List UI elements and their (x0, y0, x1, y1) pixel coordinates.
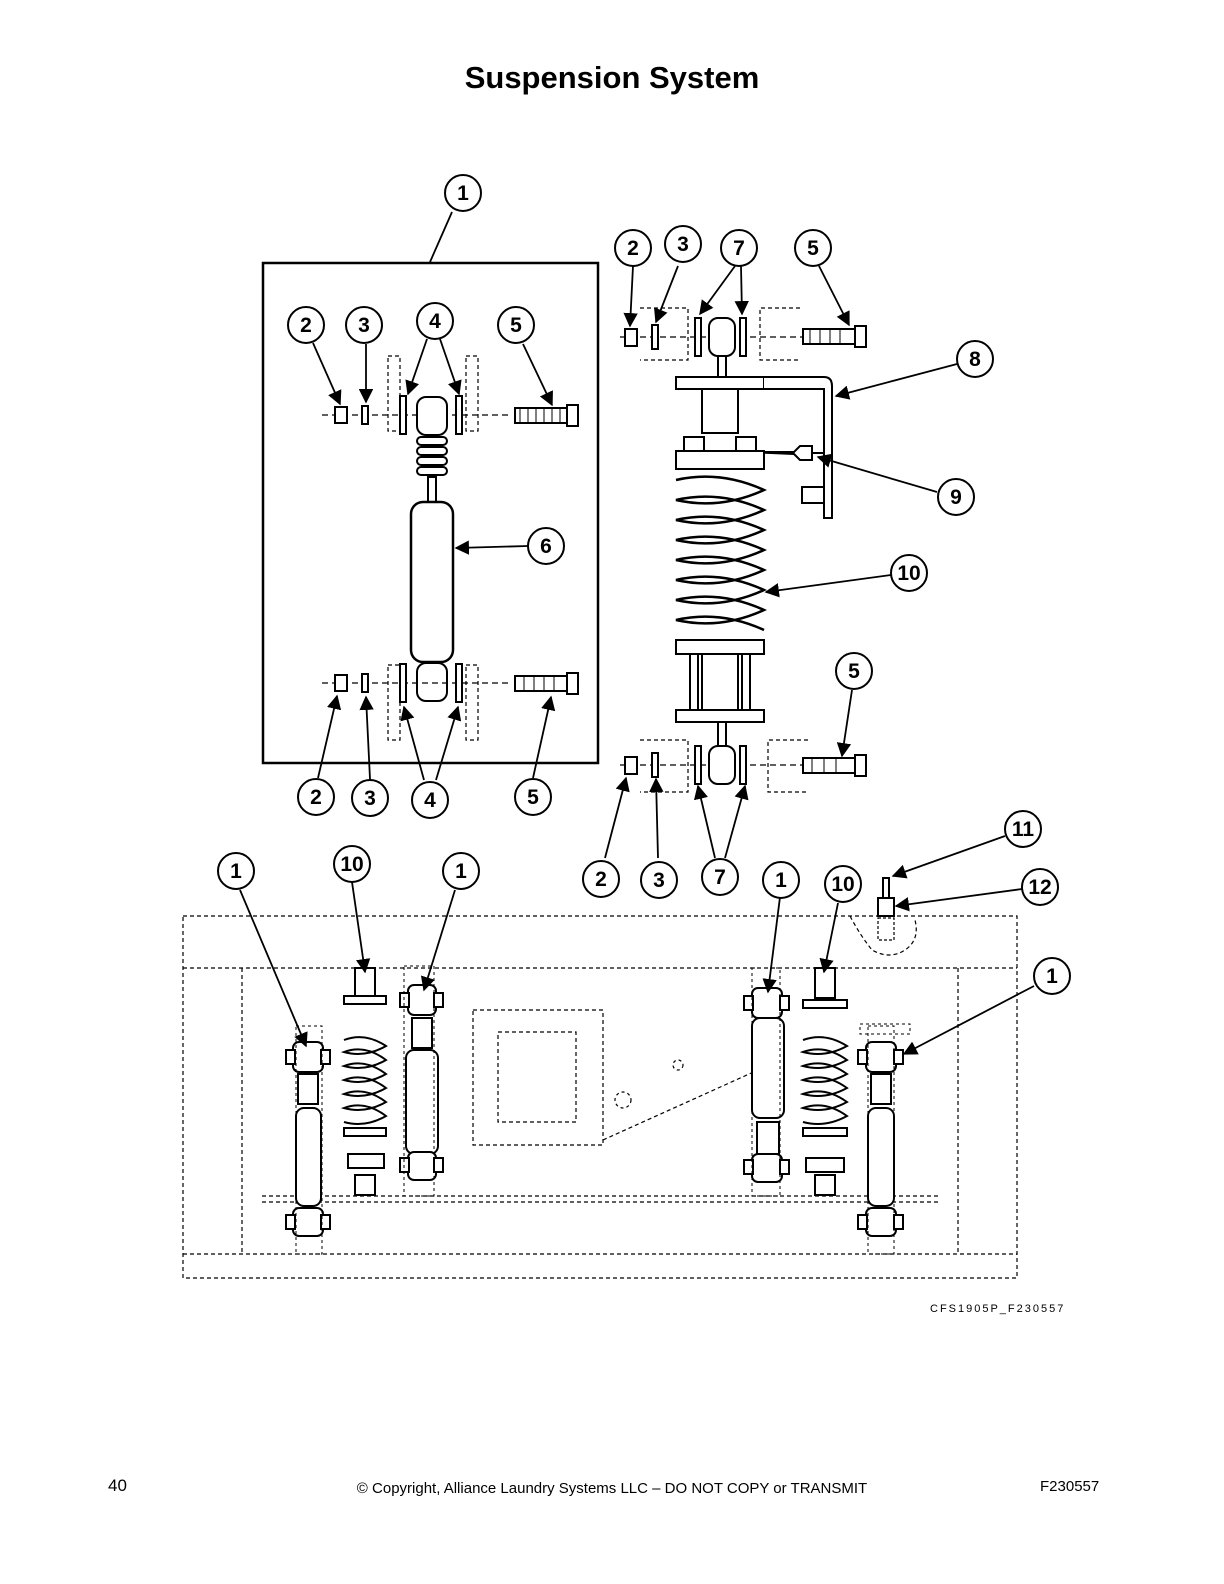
callout-4: 4 (416, 302, 454, 340)
svg-text:7: 7 (733, 237, 745, 260)
callout-2: 2 (582, 860, 620, 898)
callout-2: 2 (287, 306, 325, 344)
svg-text:1: 1 (455, 860, 467, 883)
callout-6: 6 (527, 527, 565, 565)
svg-text:10: 10 (897, 562, 920, 585)
callout-1: 1 (444, 174, 482, 212)
callout-5: 5 (835, 652, 873, 690)
svg-text:1: 1 (230, 860, 242, 883)
svg-text:5: 5 (807, 237, 819, 260)
callout-9: 9 (937, 478, 975, 516)
page-title: Suspension System (464, 60, 760, 95)
installed-frame-view (182, 877, 1018, 1279)
callout-7: 7 (701, 858, 739, 896)
svg-text:1: 1 (1046, 965, 1058, 988)
svg-text:12: 12 (1028, 876, 1051, 899)
svg-text:4: 4 (429, 310, 441, 333)
copyright-notice: © Copyright, Alliance Laundry Systems LL… (356, 1480, 868, 1497)
svg-text:3: 3 (358, 314, 370, 337)
callout-2: 2 (297, 778, 335, 816)
svg-text:2: 2 (310, 786, 322, 809)
svg-text:9: 9 (950, 486, 962, 509)
callout-5: 5 (514, 778, 552, 816)
callout-10: 10 (890, 554, 928, 592)
svg-text:5: 5 (527, 786, 539, 809)
callout-1: 1 (1033, 957, 1071, 995)
callout-3: 3 (664, 225, 702, 263)
svg-text:3: 3 (677, 233, 689, 256)
svg-text:10: 10 (340, 853, 363, 876)
callout-10: 10 (824, 865, 862, 903)
page-number: 40 (108, 1476, 127, 1495)
spring-assembly-detail (620, 307, 867, 793)
svg-text:5: 5 (848, 660, 860, 683)
callouts: 1 2 3 4 5 6 2 3 4 5 2 3 7 5 8 9 10 5 2 3… (217, 174, 1071, 995)
svg-text:1: 1 (457, 182, 469, 205)
svg-text:2: 2 (300, 314, 312, 337)
callout-5: 5 (497, 306, 535, 344)
svg-text:2: 2 (627, 237, 639, 260)
svg-text:3: 3 (653, 869, 665, 892)
figure-code: CFS1905P_F230557 (930, 1303, 1066, 1315)
svg-text:4: 4 (424, 789, 436, 812)
callout-2: 2 (614, 229, 652, 267)
callout-8: 8 (956, 340, 994, 378)
leader-lines (239, 211, 1035, 1055)
shock-absorber-detail (261, 261, 600, 765)
callout-3: 3 (640, 861, 678, 899)
callout-11: 11 (1004, 810, 1042, 848)
svg-text:5: 5 (510, 314, 522, 337)
callout-5: 5 (794, 229, 832, 267)
svg-text:10: 10 (831, 873, 854, 896)
callout-1: 1 (762, 861, 800, 899)
svg-text:8: 8 (969, 348, 981, 371)
document-number: F230557 (1040, 1478, 1100, 1495)
callout-10: 10 (333, 845, 371, 883)
callout-1: 1 (217, 852, 255, 890)
svg-text:6: 6 (540, 535, 552, 558)
callout-7: 7 (720, 229, 758, 267)
callout-3: 3 (345, 306, 383, 344)
svg-text:11: 11 (1012, 818, 1035, 841)
svg-text:7: 7 (714, 866, 726, 889)
svg-text:3: 3 (364, 787, 376, 810)
svg-text:2: 2 (595, 868, 607, 891)
callout-1: 1 (442, 852, 480, 890)
callout-4: 4 (411, 781, 449, 819)
svg-text:1: 1 (775, 869, 787, 892)
callout-12: 12 (1021, 868, 1059, 906)
callout-3: 3 (351, 779, 389, 817)
